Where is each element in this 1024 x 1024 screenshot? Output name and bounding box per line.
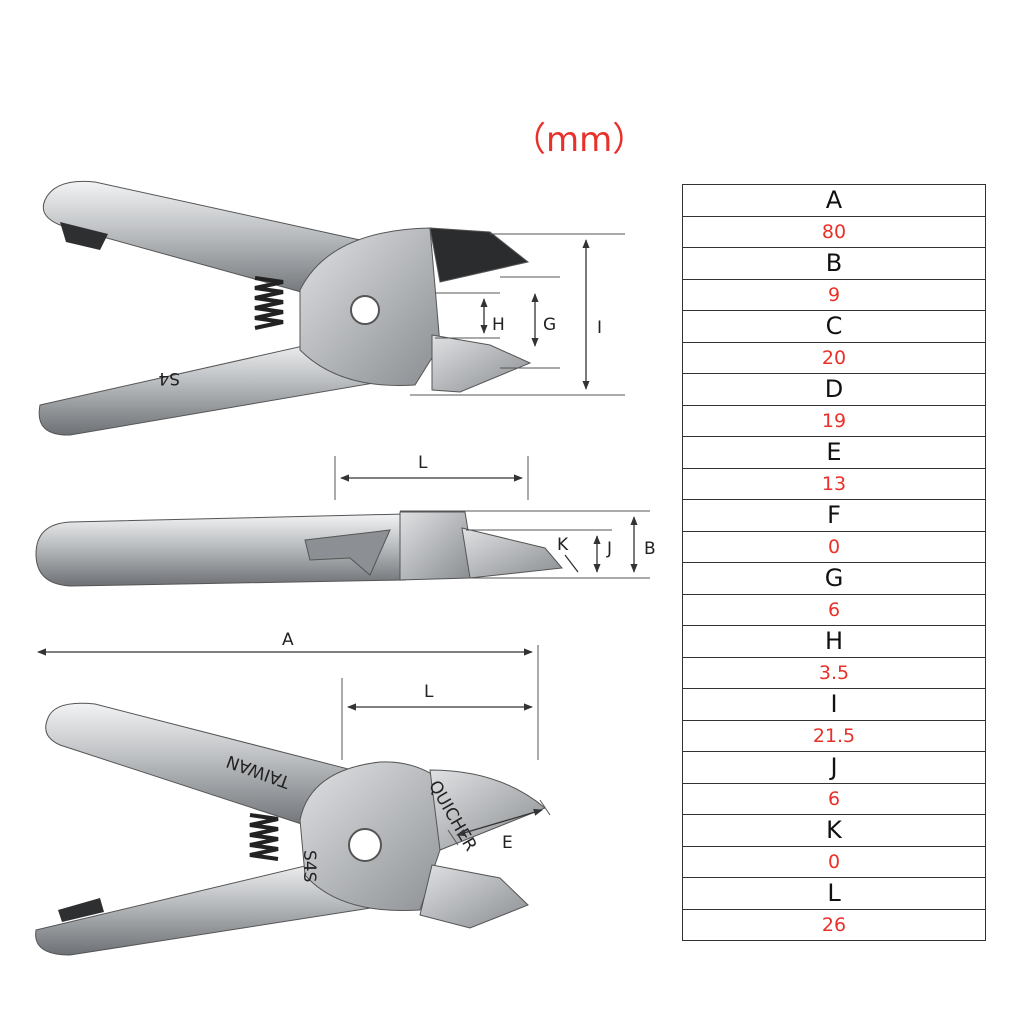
table-value-e: 13 xyxy=(683,469,985,500)
table-value-l: 26 xyxy=(683,910,985,941)
bottom-view-dimensions: A L xyxy=(37,630,539,760)
top-pivot-hole xyxy=(350,295,380,325)
cutter-diagram: S4 I G H L B J K xyxy=(35,180,656,956)
table-value-h: 3.5 xyxy=(683,658,985,689)
table-value-i: 21.5 xyxy=(683,721,985,752)
side-jaw xyxy=(399,511,471,581)
side-blade xyxy=(461,527,563,579)
dimension-label-e: E xyxy=(502,833,513,853)
table-key-h: H xyxy=(683,626,985,658)
table-value-c: 20 xyxy=(683,343,985,374)
dimension-label-j: J xyxy=(606,539,612,559)
table-key-a: A xyxy=(683,185,985,217)
bottom-lower-handle xyxy=(35,859,392,956)
side-view-dimensions: L B J K xyxy=(334,453,656,579)
dimension-label-i: I xyxy=(597,318,602,338)
table-value-b: 9 xyxy=(683,280,985,311)
table-key-k: K xyxy=(683,815,985,847)
bottom-pivot-hole xyxy=(348,828,382,862)
table-value-d: 19 xyxy=(683,406,985,437)
dimension-label-l-bottom: L xyxy=(424,682,434,702)
bottom-blade-dimension: E xyxy=(447,799,551,853)
bottom-handle-tip xyxy=(58,898,104,922)
table-value-g: 6 xyxy=(683,595,985,626)
dimension-table: A 80 B 9 C 20 D 19 E 13 F 0 G 6 H 3.5 I … xyxy=(682,184,986,941)
dimension-label-k: K xyxy=(557,535,569,555)
dimension-label-g: G xyxy=(543,315,556,335)
table-value-a: 80 xyxy=(683,217,985,248)
dimension-label-h: H xyxy=(492,315,505,335)
top-lower-handle xyxy=(38,339,382,436)
dimension-label-a: A xyxy=(282,630,294,650)
table-key-l: L xyxy=(683,878,985,910)
table-value-j: 6 xyxy=(683,784,985,815)
table-key-d: D xyxy=(683,374,985,406)
bottom-lower-blade xyxy=(419,864,529,929)
bottom-spring xyxy=(249,813,279,861)
table-key-f: F xyxy=(683,500,985,532)
side-view-cutter xyxy=(35,511,563,587)
side-handle-notch xyxy=(304,529,391,576)
top-view-cutter: S4 xyxy=(38,180,532,436)
table-key-c: C xyxy=(683,311,985,343)
top-handle-engraving: S4 xyxy=(158,368,180,388)
top-upper-blade xyxy=(429,227,530,283)
table-key-g: G xyxy=(683,563,985,595)
side-handle xyxy=(35,513,406,587)
dimension-label-l-side: L xyxy=(418,453,428,473)
top-view-dimensions: I G H xyxy=(410,233,625,396)
top-spring xyxy=(254,276,284,330)
table-key-b: B xyxy=(683,248,985,280)
table-key-j: J xyxy=(683,752,985,784)
table-key-i: I xyxy=(683,689,985,721)
top-lower-blade xyxy=(431,334,532,393)
table-key-e: E xyxy=(683,437,985,469)
table-value-k: 0 xyxy=(683,847,985,878)
table-value-f: 0 xyxy=(683,532,985,563)
dimension-label-b: B xyxy=(644,539,656,559)
bottom-view-cutter: TAIWAN S4S QUICHER xyxy=(35,702,546,956)
bottom-model-engraving: S4S xyxy=(299,850,319,882)
top-handle-tip xyxy=(60,222,108,250)
